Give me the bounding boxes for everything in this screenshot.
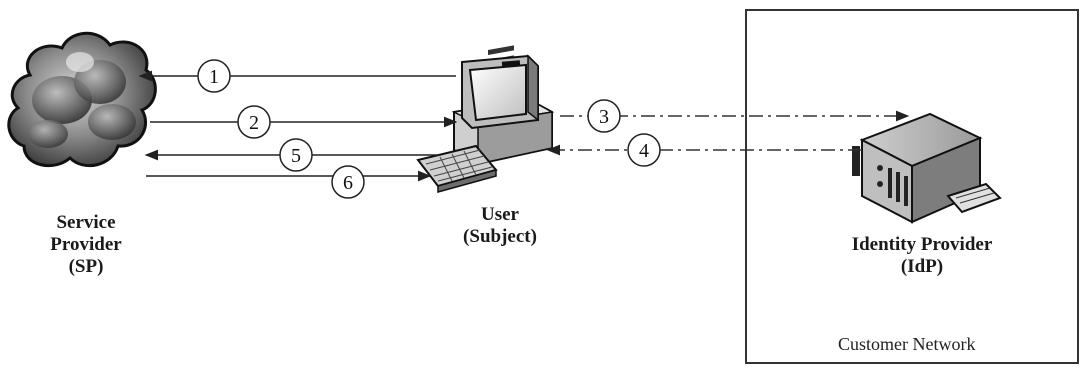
user-label: User (Subject) bbox=[440, 204, 560, 248]
step-6-label: 6 bbox=[343, 172, 353, 194]
customer-network-label: Customer Network bbox=[838, 334, 976, 354]
identity-provider-line2: (IdP) bbox=[900, 256, 944, 277]
service-provider-label: Service Provider (SP) bbox=[26, 212, 146, 278]
step-5-label: 5 bbox=[291, 145, 301, 167]
user-line2: (Subject) bbox=[463, 226, 537, 247]
step-2-label: 2 bbox=[249, 112, 259, 134]
step-4-label: 4 bbox=[639, 140, 649, 162]
step-1-badge: 1 bbox=[197, 59, 231, 93]
step-2-badge: 2 bbox=[237, 105, 271, 139]
cloud-icon bbox=[7, 31, 157, 168]
step-5-badge: 5 bbox=[279, 138, 313, 172]
service-provider-line1: Service bbox=[56, 212, 116, 233]
user-line1: User bbox=[481, 204, 519, 225]
step-6-badge: 6 bbox=[331, 165, 365, 199]
step-3-label: 3 bbox=[599, 106, 609, 128]
customer-network-boundary bbox=[745, 9, 1079, 364]
step-4-badge: 4 bbox=[627, 133, 661, 167]
service-provider-line3: (SP) bbox=[68, 256, 104, 277]
step-3-badge: 3 bbox=[587, 99, 621, 133]
server-icon bbox=[852, 112, 1002, 224]
service-provider-line2: Provider bbox=[50, 234, 122, 255]
computer-icon bbox=[416, 45, 555, 193]
step-1-label: 1 bbox=[209, 66, 219, 88]
identity-provider-label: Identity Provider (IdP) bbox=[822, 234, 1022, 278]
identity-provider-line1: Identity Provider bbox=[851, 234, 993, 255]
